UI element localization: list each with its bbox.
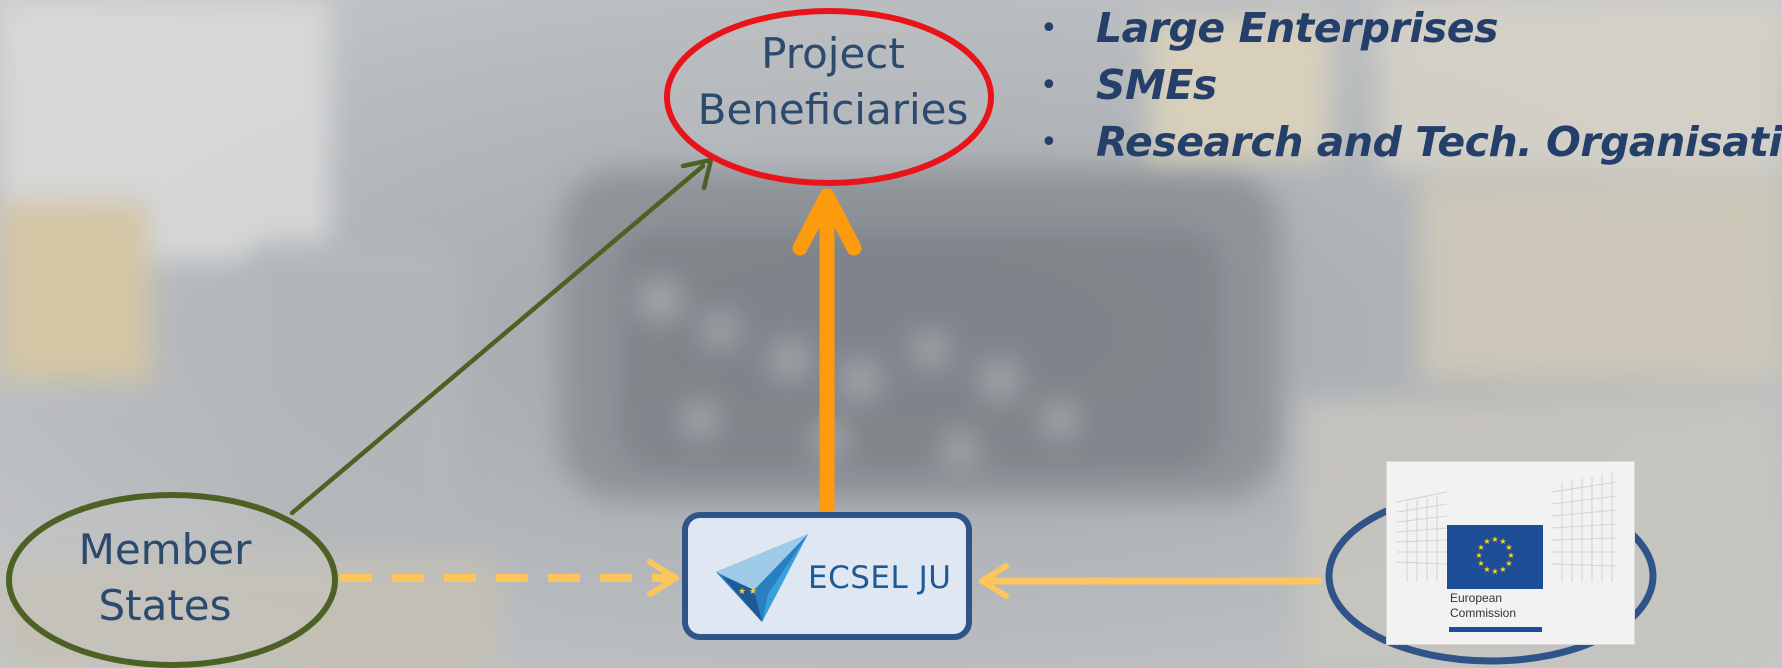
ec-underline-bar (1449, 627, 1542, 632)
svg-text:★: ★ (1477, 543, 1484, 552)
svg-text:★: ★ (1499, 565, 1506, 574)
beneficiaries-label-line2: Beneficiaries (697, 85, 969, 134)
ecsel-to-beneficiaries-arrowhead (792, 188, 862, 256)
ec-to-ecsel-arrowhead (979, 563, 1009, 599)
svg-text:★: ★ (1507, 551, 1514, 560)
european-commission-logo: ★★★ ★★★ ★★★ ★★★ European Commission (1386, 461, 1635, 645)
ec-building-lines-icon (1396, 472, 1618, 582)
ecsel-ju-box: ★ ★ ECSEL JU (682, 512, 972, 640)
ec-text-line2: Commission (1450, 606, 1517, 620)
svg-text:★: ★ (1505, 543, 1512, 552)
beneficiary-types-list: • Large Enterprises • SMEs • Research an… (1030, 0, 1782, 171)
eu-flag-icon: ★★★ ★★★ ★★★ ★★★ (1447, 525, 1543, 589)
svg-text:★: ★ (1483, 565, 1490, 574)
bullet-icon: • (1040, 125, 1058, 160)
svg-text:★ ★: ★ ★ (738, 587, 757, 597)
svg-text:★: ★ (1505, 559, 1512, 568)
member-to-beneficiaries-arrow (289, 163, 706, 516)
bullet-icon: • (1040, 11, 1058, 46)
european-commission-text: European Commission (1450, 591, 1516, 621)
member-to-beneficiaries-arrowhead (680, 157, 714, 191)
list-item: • Research and Tech. Organisations (1030, 114, 1782, 171)
list-item-text: SMEs (1096, 61, 1217, 109)
beneficiaries-label: Project Beneficiaries (683, 26, 983, 138)
member-states-label: Member States (40, 522, 290, 634)
member-states-label-line2: States (98, 581, 232, 630)
svg-text:★: ★ (1491, 567, 1498, 576)
bullet-icon: • (1040, 68, 1058, 103)
ecsel-ju-label: ECSEL JU (808, 560, 952, 596)
member-states-label-line1: Member (78, 525, 252, 574)
svg-text:★: ★ (1477, 559, 1484, 568)
ec-text-line1: European (1450, 591, 1503, 605)
svg-text:★: ★ (1483, 537, 1490, 546)
member-to-ecsel-arrowhead (647, 559, 679, 597)
member-states-ellipse (6, 492, 338, 668)
beneficiaries-label-line1: Project (761, 29, 905, 78)
ecsel-check-logo-icon: ★ ★ (716, 534, 808, 622)
list-item-text: Large Enterprises (1096, 4, 1499, 52)
svg-text:★: ★ (1499, 537, 1506, 546)
list-item: • Large Enterprises (1030, 0, 1782, 57)
list-item-text: Research and Tech. Organisations (1096, 118, 1782, 166)
beneficiaries-ellipse (664, 8, 994, 186)
svg-text:★: ★ (1475, 551, 1482, 560)
svg-text:★: ★ (1491, 535, 1498, 544)
list-item: • SMEs (1030, 57, 1782, 114)
